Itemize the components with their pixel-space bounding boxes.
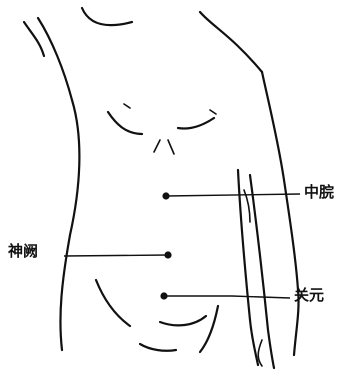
right-chest-line [178, 118, 214, 129]
left-chest-line [108, 112, 142, 134]
shenque-leader [64, 255, 168, 256]
shenque-point [164, 251, 171, 258]
sternum-left-mark [154, 140, 160, 152]
right-nipple-mark [210, 110, 216, 114]
zhongwan-label: 中脘 [304, 185, 334, 200]
right-groin-line [200, 306, 218, 352]
guanyuan-leader [164, 296, 290, 298]
sternum-right-mark [168, 140, 174, 154]
guanyuan-label: 关元 [294, 288, 324, 303]
hand-line [258, 340, 262, 366]
left-body-contour [38, 18, 79, 350]
left-groin-line [140, 344, 176, 351]
zhongwan-leader [166, 194, 300, 196]
arm-outer-line [238, 170, 258, 365]
neck-right-line [200, 12, 262, 72]
left-hip-line [96, 280, 130, 326]
left-armpit-line [24, 22, 44, 56]
shenque-label: 神阙 [8, 244, 38, 259]
left-nipple-mark [124, 104, 130, 108]
lower-abdomen-curve [160, 316, 206, 325]
neck-left-line [82, 8, 132, 25]
right-body-contour [262, 72, 299, 355]
zhongwan-point [162, 192, 169, 199]
guanyuan-point [160, 292, 167, 299]
